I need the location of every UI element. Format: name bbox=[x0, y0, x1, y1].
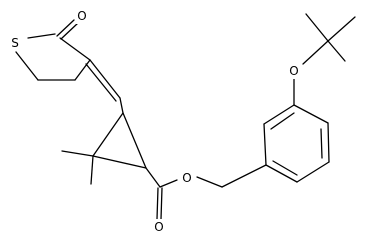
atom-label-ester-oxygen: O bbox=[182, 171, 191, 185]
bond-c1-c2 bbox=[92, 112, 124, 157]
bond-ch2-calkene bbox=[74, 59, 91, 81]
bond-ar-3 bbox=[293, 104, 329, 124]
tert-butoxy-group bbox=[293, 13, 356, 106]
bond-c3-ccarbonyl bbox=[145, 167, 161, 188]
bond-ar-5 bbox=[296, 161, 330, 183]
bond-ar-inner-1 bbox=[270, 112, 295, 130]
bond-co-2 bbox=[160, 187, 163, 220]
atom-label-sulfur: S bbox=[11, 36, 19, 50]
atom-label-ether-oxygen: O bbox=[289, 64, 298, 78]
bond-ketone-1 bbox=[56, 19, 75, 37]
bond-oester-ch2 bbox=[196, 176, 223, 188]
bond-cq-me3 bbox=[327, 40, 346, 62]
bond-calkene-ccarbonyl bbox=[59, 37, 91, 61]
atom-label-ketone-oxygen: O bbox=[77, 9, 86, 23]
ester-group bbox=[145, 164, 267, 220]
exocyclic-alkene bbox=[85, 59, 124, 114]
bond-ar-1 bbox=[263, 123, 267, 166]
bond-ketone-2 bbox=[60, 22, 79, 40]
bond-ar-inner-3 bbox=[272, 160, 298, 176]
atom-labels: S O O O O bbox=[8, 8, 301, 235]
bond-alkene-2 bbox=[85, 63, 117, 102]
bond-ar-6 bbox=[265, 164, 298, 183]
bond-ar-inner-2 bbox=[320, 128, 323, 159]
bond-alkene-1 bbox=[89, 59, 121, 99]
bond-co-1 bbox=[156, 187, 159, 220]
bond-s-ccarbonyl bbox=[27, 33, 56, 39]
bond-oether-cq bbox=[302, 40, 329, 65]
bond-ar-4 bbox=[327, 122, 330, 163]
cyclopropane-ring bbox=[61, 112, 147, 185]
atom-label-carbonyl-oxygen: O bbox=[154, 220, 163, 234]
bond-ch2-aryl bbox=[221, 164, 267, 188]
thiolactone-ring bbox=[15, 19, 91, 81]
bond-s-cmethylene bbox=[15, 51, 39, 81]
bond-c2-methyl-a bbox=[61, 150, 94, 157]
bond-c2-c3 bbox=[92, 155, 147, 169]
bond-cq-me1 bbox=[305, 13, 329, 42]
bond-ccarbonyl-oester bbox=[159, 179, 178, 188]
bond-cq-me2 bbox=[327, 16, 356, 42]
bond-c2-methyl-b bbox=[90, 155, 94, 185]
bond-ch-c1 bbox=[119, 97, 124, 114]
bond-ar-2 bbox=[263, 104, 295, 125]
bond-c1-c3 bbox=[122, 112, 147, 169]
benzene-ring bbox=[263, 104, 330, 183]
